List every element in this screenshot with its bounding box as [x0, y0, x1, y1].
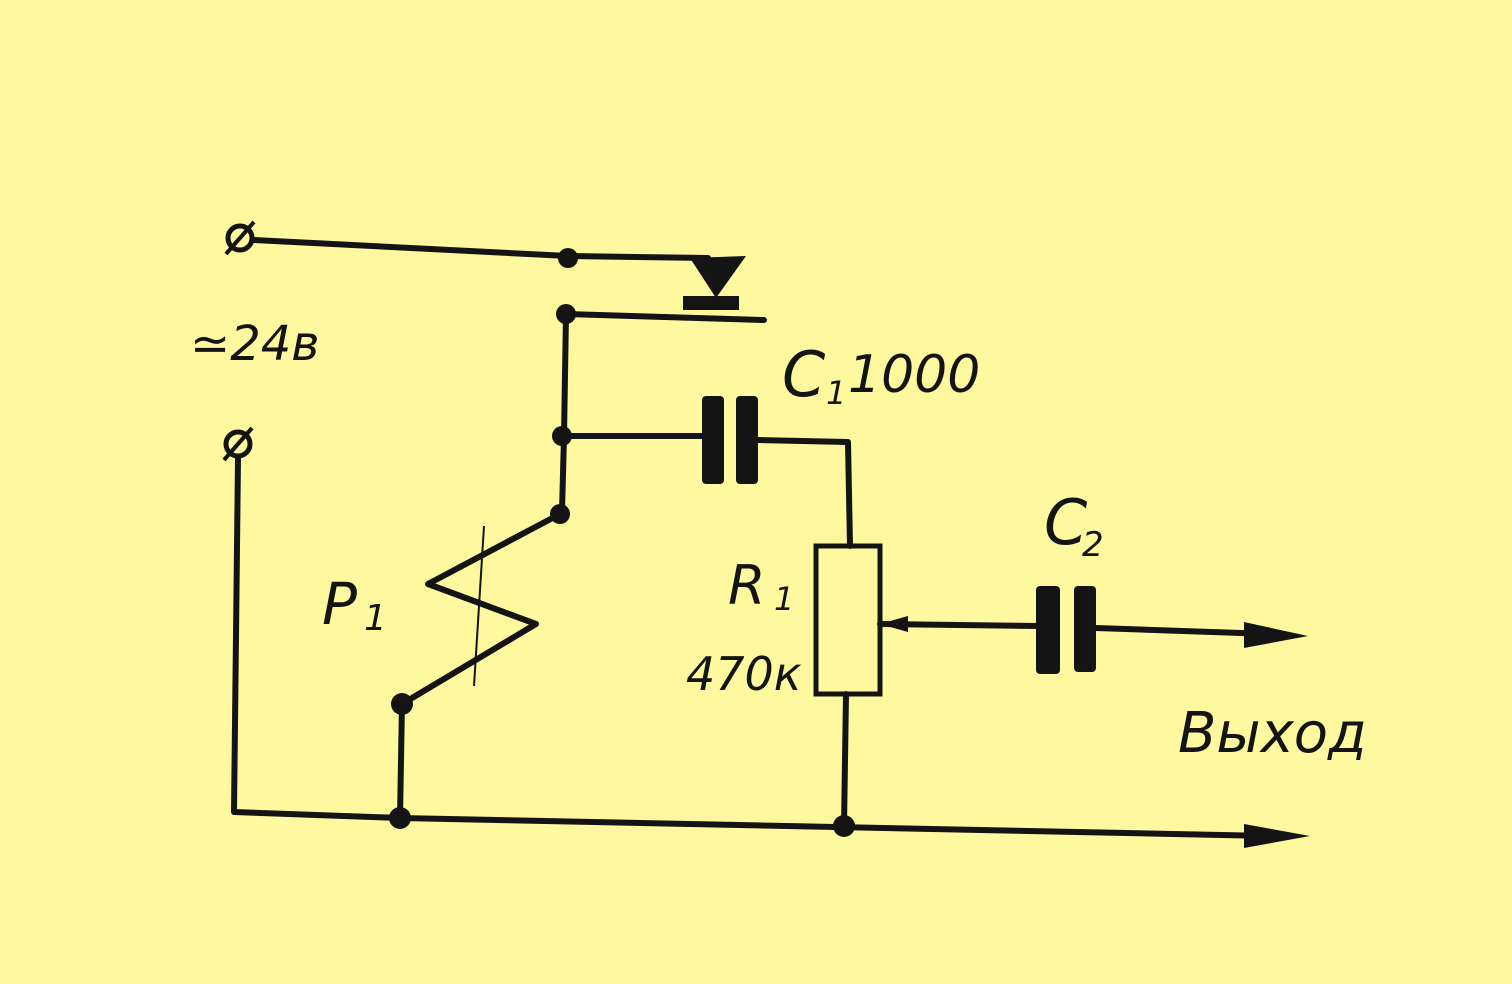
- supply-wire-top: [251, 237, 711, 261]
- svg-text:C: C: [782, 338, 826, 411]
- svg-text:2: 2: [1082, 525, 1104, 565]
- r1-label: R 1 470к: [686, 554, 802, 701]
- supply-voltage-label: ≃24в: [190, 316, 320, 372]
- ground-arrow: [1244, 824, 1310, 848]
- relay-feed-wire: [559, 311, 569, 515]
- relay-coil-p1: [391, 504, 570, 715]
- coil-ground-lead: [397, 701, 405, 821]
- relay-contact: [556, 256, 767, 324]
- junction-ground-left: [389, 807, 411, 829]
- svg-text:R: R: [728, 554, 766, 617]
- junction-top: [558, 248, 578, 268]
- svg-text:C: C: [1044, 486, 1088, 559]
- svg-text:470к: 470к: [686, 647, 802, 701]
- relay-label: P 1: [322, 570, 387, 639]
- c2-lead-left: [877, 621, 1043, 629]
- input-terminal-top: [224, 220, 256, 256]
- c1-lead-right: [755, 437, 853, 549]
- c2-label: C 2: [1044, 486, 1104, 565]
- output-wire: [1093, 625, 1273, 637]
- capacitor-c2: [1036, 586, 1096, 674]
- svg-text:P: P: [322, 570, 357, 638]
- supply-wire-bottom: [231, 455, 403, 821]
- potentiometer-r1: [813, 543, 908, 829]
- c1-label: C 1 1000: [782, 338, 980, 412]
- svg-text:1000: 1000: [848, 345, 980, 405]
- svg-text:1: 1: [364, 598, 387, 639]
- svg-text:1: 1: [774, 580, 794, 618]
- capacitor-c1: [702, 396, 758, 484]
- output-arrow: [1244, 622, 1308, 648]
- svg-text:1: 1: [826, 374, 846, 412]
- output-label: Выход: [1178, 701, 1367, 766]
